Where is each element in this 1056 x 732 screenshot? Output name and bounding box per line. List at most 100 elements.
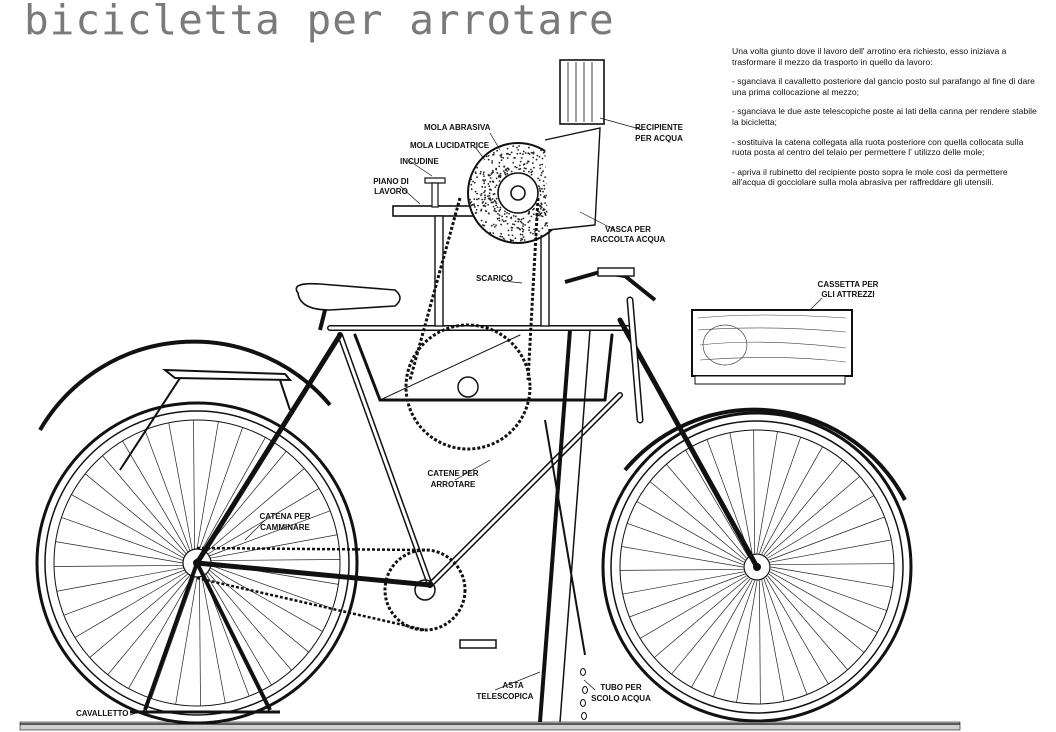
abrasive-texture [535,158,538,161]
abrasive-texture [497,175,500,178]
abrasive-texture [483,190,486,192]
abrasive-texture [513,223,516,226]
label-cassetta: CASSETTA PER [818,280,879,289]
abrasive-texture [484,179,487,181]
label-catena-camminare: CATENA PER [259,512,310,521]
abrasive-texture [501,235,504,238]
tool-box [691,309,853,385]
abrasive-texture [504,210,506,213]
abrasive-texture [542,190,544,193]
abrasive-texture [511,223,514,225]
wheel-spoke [205,573,272,686]
abrasive-texture [522,170,525,173]
wheel-spoke [770,566,893,588]
abrasive-texture [492,181,495,183]
wheel-spoke [649,481,746,561]
abrasive-texture [505,215,508,218]
saddle [295,282,401,331]
rear-rack [119,368,293,471]
wheel-spoke [763,459,843,556]
abrasive-texture [506,157,509,159]
telescopic-rod [538,329,591,723]
abrasive-texture [537,177,540,180]
abrasive-texture [522,153,524,156]
abrasive-texture [538,185,540,188]
wheel-spoke [210,559,340,561]
abrasive-texture [498,180,501,182]
abrasive-texture [474,190,477,193]
abrasive-texture [500,232,503,235]
abrasive-texture [480,209,483,212]
abrasive-texture [502,237,505,240]
abrasive-texture [539,207,542,210]
abrasive-texture [533,207,535,210]
abrasive-texture [474,206,476,208]
wheel-spoke [685,449,749,557]
wheel-spoke [89,573,189,658]
abrasive-texture [487,173,490,176]
abrasive-texture [512,214,515,217]
wheel-spoke [763,579,808,695]
abrasive-texture [519,167,522,170]
abrasive-texture [485,221,487,224]
abrasive-texture [510,229,513,232]
abrasive-texture [498,219,501,222]
abrasive-texture [503,239,506,241]
wheel-spoke [56,567,184,592]
label-tubo-scolo: TUBO PER [600,683,642,692]
abrasive-texture [477,204,479,207]
abrasive-texture [531,232,534,235]
label-cassetta: GLI ATTREZZI [821,290,874,299]
abrasive-texture [519,239,522,242]
abrasive-texture [538,214,540,217]
abrasive-texture [528,219,531,222]
wheel-spoke [201,576,226,704]
wheel-spoke [175,576,198,705]
label-mola-abrasiva: MOLA ABRASIVA [424,123,491,132]
abrasive-texture [498,210,501,212]
abrasive-texture [484,194,486,197]
abrasive-texture [510,170,513,173]
abrasive-texture [544,212,547,215]
abrasive-texture [489,231,492,234]
abrasive-texture [495,224,497,227]
abrasive-texture [540,234,543,237]
label-recipiente: PER ACQUA [635,134,683,143]
wheel-spoke [61,517,184,561]
abrasive-texture [493,225,496,228]
abrasive-texture [501,215,504,218]
abrasive-texture [491,162,494,164]
wheel-spoke [770,539,892,563]
abrasive-texture [470,183,473,186]
wheel-spoke [151,576,195,699]
wheel-spoke [666,464,747,559]
abrasive-texture [518,164,521,167]
label-asta-telescopica: TELESCOPICA [477,692,534,701]
abrasive-texture [517,220,520,223]
pedal [459,639,497,649]
abrasive-texture [494,186,497,189]
abrasive-texture [541,163,544,166]
wheel-spoke [759,580,761,704]
wheel-spoke [622,571,744,595]
abrasive-texture [531,162,534,164]
wheel-spoke [765,577,829,685]
wheel-spoke [207,571,292,671]
wheel-spoke [761,580,785,702]
abrasive-texture [517,148,520,151]
abrasive-texture [514,165,517,168]
abrasive-texture [496,217,499,220]
abrasive-texture [511,226,514,229]
abrasive-texture [488,185,491,188]
abrasive-texture [484,186,487,189]
abrasive-texture [495,202,498,205]
abrasive-texture [538,187,541,190]
wheel-spoke [54,565,184,567]
abrasive-texture [498,161,501,164]
abrasive-texture [514,237,517,240]
wheel-spoke [671,578,751,675]
abrasive-texture [514,156,516,159]
abrasive-texture [498,217,501,220]
abrasive-texture [492,232,495,235]
